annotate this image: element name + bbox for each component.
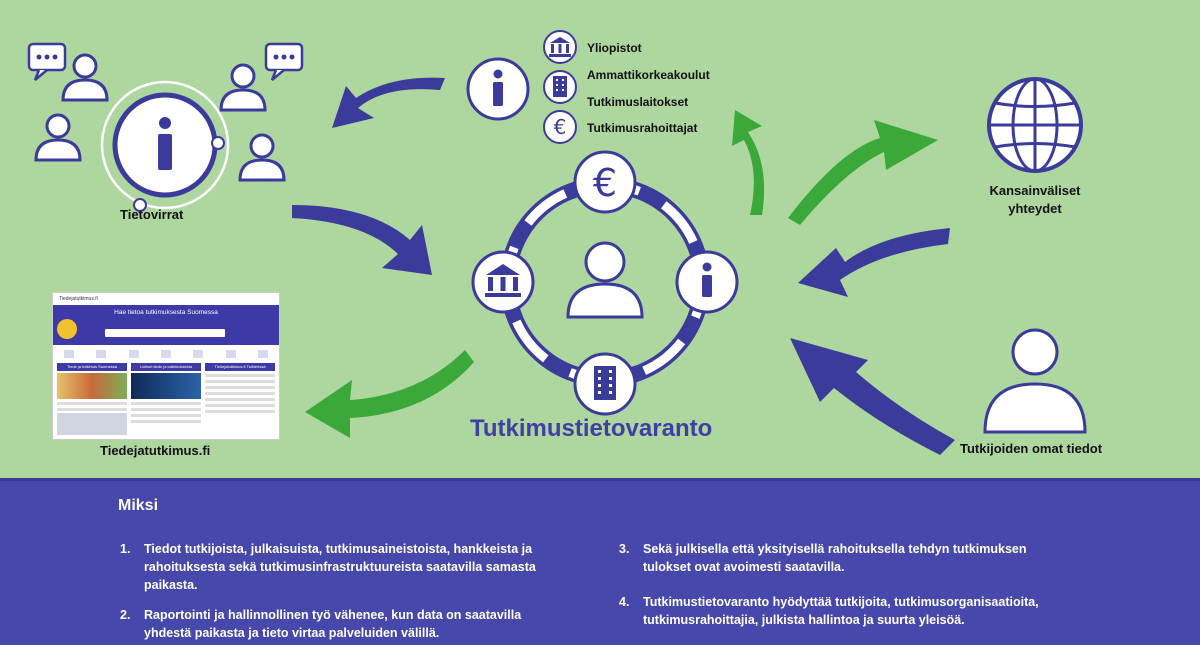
person-icon	[219, 63, 267, 112]
svg-text:€: €	[593, 161, 617, 205]
building-icon	[543, 70, 577, 104]
person-icon	[34, 113, 82, 162]
miksi-item-1: 1. Tiedot tutkijoista, julkaisuista, tut…	[120, 542, 536, 592]
arrow-center-to-website	[305, 350, 474, 438]
info-icon	[675, 250, 739, 314]
site-hero: Hae tietoa tutkimuksesta Suomessa	[53, 305, 279, 345]
label-tietovirrat: Tietovirrat	[120, 207, 184, 222]
site-col-header: Uutiset tiede ja tutkimuksesta	[131, 363, 201, 371]
miksi-item-2: 2. Raportointi ja hallinnollinen työ väh…	[120, 608, 522, 640]
arrow-tietovirrat-to-center	[292, 205, 432, 275]
person-icon	[61, 53, 109, 102]
site-search-box	[105, 329, 225, 337]
arrow-globe-to-center	[798, 228, 950, 297]
site-stats	[53, 345, 279, 363]
info-circle-icon	[466, 57, 530, 121]
building-icon	[573, 352, 637, 416]
euro-icon: €	[543, 110, 577, 144]
site-nav: Tiedejatutkimus.fi	[53, 293, 279, 305]
navy-arrows	[292, 77, 955, 455]
legend-label-tutkimusrahoittajat: Tutkimusrahoittajat	[587, 121, 698, 135]
label-tiedejatutkimus: Tiedejatutkimus.fi	[100, 443, 211, 458]
arrow-to-legend	[732, 110, 765, 215]
legend-label-ammattikorkeakoulut: Ammattikorkeakoulut	[587, 68, 710, 82]
legend-label-tutkimuslaitokset: Tutkimuslaitokset	[587, 95, 689, 109]
miksi-panel	[0, 478, 1200, 645]
svg-text:€: €	[554, 115, 567, 139]
main-title: Tutkimustietovaranto	[470, 415, 713, 442]
miksi-item-3: 3. Sekä julkisella että yksityisellä rah…	[619, 542, 1027, 574]
site-col-header: Tiede ja tutkimus Suomessa	[57, 363, 127, 371]
website-screenshot: Tiedejatutkimus.fi Hae tietoa tutkimukse…	[52, 292, 280, 440]
speech-bubble-icon	[27, 42, 67, 82]
green-arrows	[305, 110, 938, 438]
site-hero-title: Hae tietoa tutkimuksesta Suomessa	[114, 309, 218, 316]
diagram-graphics: € €	[27, 30, 1087, 455]
university-icon	[471, 250, 535, 314]
miksi-item-4: 4. Tutkimustietovaranto hyödyttää tutkij…	[619, 595, 1039, 627]
site-columns: Tiede ja tutkimus Suomessa Uutiset tiede…	[53, 363, 279, 435]
central-person-icon	[566, 241, 644, 319]
people-cluster	[27, 42, 304, 212]
researcher-person-icon	[983, 328, 1087, 434]
person-icon	[238, 133, 286, 182]
euro-icon: €	[573, 150, 637, 214]
arrow-researcher-to-center	[790, 338, 955, 455]
label-kansainvaliset-line2: yhteydet	[1008, 201, 1062, 216]
label-tutkijoiden-omat-tiedot: Tutkijoiden omat tiedot	[960, 441, 1103, 456]
speech-bubble-icon	[264, 42, 304, 82]
legend-label-yliopistot: Yliopistot	[587, 41, 642, 55]
arrow-to-tietovirrat	[332, 77, 445, 128]
miksi-heading: Miksi	[118, 497, 159, 514]
site-col-header: Tiedejatutkimus.fi Twitterissä	[205, 363, 275, 371]
site-logo: Tiedejatutkimus.fi	[59, 296, 98, 302]
label-kansainvaliset-line1: Kansainväliset	[989, 183, 1081, 198]
info-icon	[158, 117, 172, 170]
university-icon	[543, 30, 577, 64]
arrow-center-to-globe	[788, 120, 938, 225]
site-badge	[57, 319, 77, 339]
globe-icon	[987, 77, 1083, 173]
